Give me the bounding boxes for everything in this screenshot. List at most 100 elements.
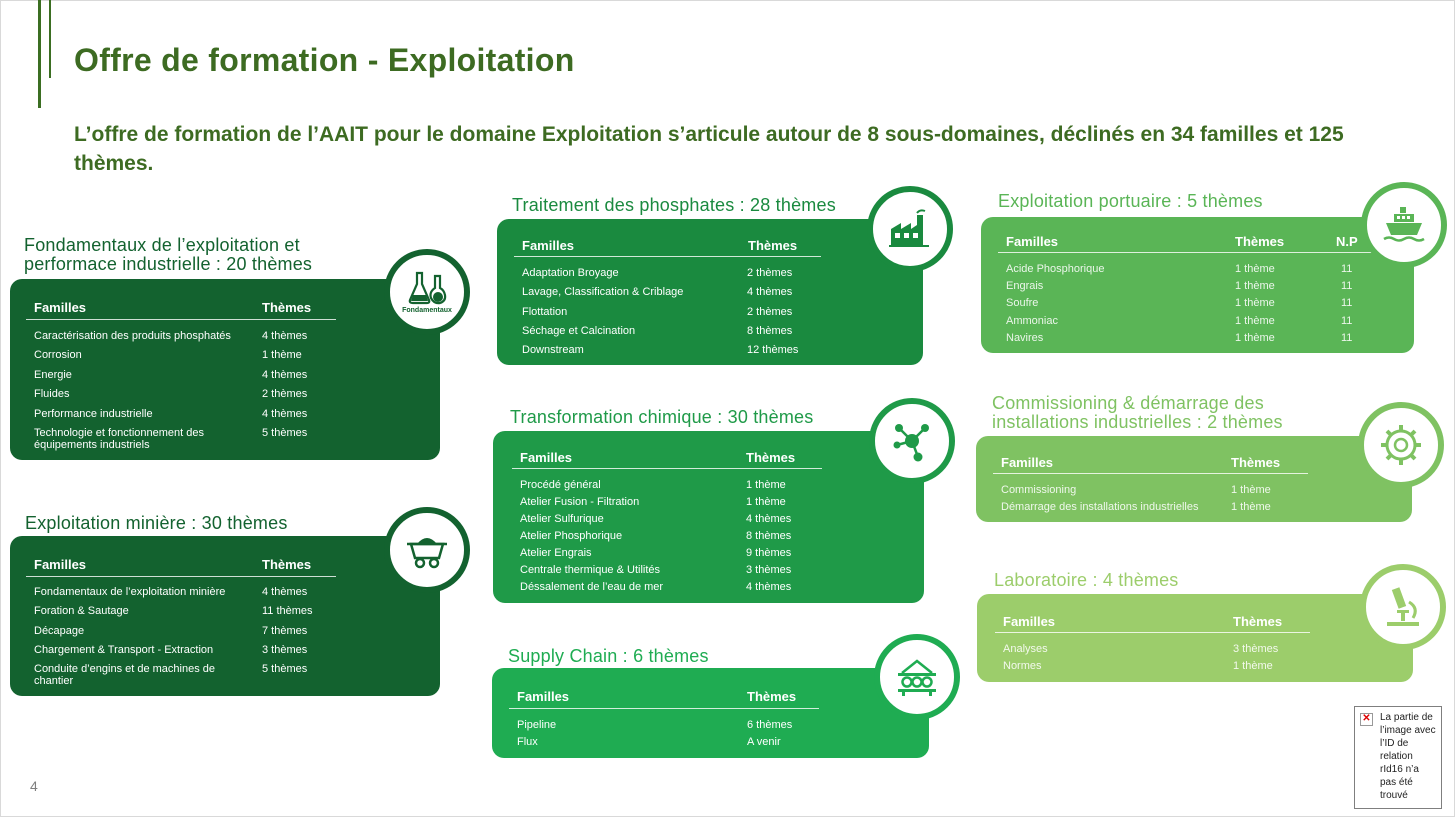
family-name: Chargement & Transport - Extraction (34, 644, 214, 656)
slide-intro: L’offre de formation de l’AAIT pour le d… (74, 123, 1344, 175)
family-name: Atelier Phosphorique (520, 530, 623, 542)
family-name: Ammoniac (1006, 315, 1058, 327)
column-header-familles: Familles (517, 689, 570, 704)
theme-count: 1 thème (1235, 263, 1275, 275)
molecule-icon (869, 398, 955, 484)
family-name: Soufre (1006, 297, 1039, 309)
family-name: Fluides (34, 388, 70, 400)
column-header-familles: Familles (520, 450, 573, 465)
section-title: Fondamentaux de l’exploitation et perfor… (24, 236, 312, 274)
theme-count: 12 thèmes (747, 344, 799, 356)
family-name: Acide Phosphorique (1006, 263, 1105, 275)
family-card: Familles Thèmes Fondamentaux de l’exploi… (10, 536, 440, 696)
theme-count: 1 thème (1235, 332, 1275, 344)
theme-count: 7 thèmes (262, 625, 308, 637)
family-name: Fondamentaux de l’exploitation minière (34, 586, 226, 598)
theme-count: 1 thème (746, 496, 786, 508)
np-value: 11 (1341, 315, 1353, 327)
column-header-themes: Thèmes (1233, 614, 1283, 629)
family-name: Atelier Sulfurique (520, 513, 604, 525)
theme-count: 4 thèmes (262, 586, 308, 598)
column-header-themes: Thèmes (1231, 455, 1281, 470)
column-header-familles: Familles (522, 238, 575, 253)
header-divider (998, 252, 1376, 253)
theme-count: 3 thèmes (746, 564, 792, 576)
np-value: 11 (1341, 297, 1353, 309)
theme-count: 5 thèmes (262, 427, 308, 439)
theme-count: 3 thèmes (1233, 643, 1279, 655)
family-name: Commissioning (1001, 484, 1077, 496)
family-name: Engrais (1006, 280, 1044, 292)
theme-count: 1 thème (1233, 660, 1273, 672)
theme-count: 1 thème (1231, 484, 1271, 496)
ship-icon (1361, 182, 1447, 268)
column-header-np: N.P (1336, 234, 1358, 249)
column-header-familles: Familles (1003, 614, 1056, 629)
section-title: Transformation chimique : 30 thèmes (510, 407, 814, 427)
factory-icon (867, 186, 953, 272)
family-card: Familles Thèmes Caractérisation des prod… (10, 279, 440, 460)
column-header-themes: Thèmes (262, 300, 312, 315)
header-divider (993, 473, 1308, 474)
column-header-themes: Thèmes (746, 450, 796, 465)
header-divider (509, 708, 819, 709)
theme-count: 1 thème (1231, 501, 1271, 513)
section-title: Exploitation portuaire : 5 thèmes (998, 191, 1263, 211)
theme-count: 4 thèmes (262, 369, 308, 381)
header-divider (995, 632, 1310, 633)
icon-label: Fondamentaux (402, 307, 452, 314)
family-name: Performance industrielle (34, 408, 153, 420)
family-name: Décapage (34, 625, 85, 637)
family-name: Flux (517, 736, 538, 748)
family-name: Lavage, Classification & Criblage (522, 286, 684, 298)
family-card: Familles Thèmes Adaptation Broyage 2 thè… (497, 219, 923, 365)
theme-count: 2 thèmes (747, 267, 793, 279)
theme-count: 1 thème (1235, 315, 1275, 327)
broken-image-icon: ✕ (1360, 713, 1373, 726)
theme-count: 1 thème (1235, 297, 1275, 309)
family-name: Caractérisation des produits phosphatés (34, 330, 231, 342)
family-name: Procédé général (520, 479, 601, 491)
family-name: Atelier Fusion - Filtration (520, 496, 640, 508)
family-name: Analyses (1003, 643, 1048, 655)
theme-count: 9 thèmes (746, 547, 792, 559)
microscope-icon (1360, 564, 1446, 650)
theme-count: 2 thèmes (262, 388, 308, 400)
slide-title: Offre de formation - Exploitation (74, 42, 575, 78)
theme-count: 4 thèmes (746, 513, 792, 525)
family-card: Familles Thèmes Commissioning 1 thème Dé… (976, 436, 1412, 522)
family-name: Séchage et Calcination (522, 325, 636, 337)
family-name: Pipeline (517, 719, 557, 731)
accent-bar-thin (49, 0, 51, 78)
flask-icon: Fondamentaux (384, 249, 470, 335)
family-name: Energie (34, 369, 72, 381)
family-card: Familles Thèmes Analyses 3 thèmes Normes… (977, 594, 1413, 682)
theme-count: 5 thèmes (262, 663, 308, 675)
theme-count: 1 thème (1235, 280, 1275, 292)
column-header-familles: Familles (1001, 455, 1054, 470)
theme-count: 2 thèmes (747, 306, 793, 318)
family-card: Familles Thèmes Pipeline 6 thèmes Flux A… (492, 668, 929, 758)
family-name: Normes (1003, 660, 1042, 672)
theme-count: 1 thème (746, 479, 786, 491)
family-name-cont: chantier (34, 675, 74, 687)
theme-count: 8 thèmes (747, 325, 793, 337)
accent-bar (38, 0, 41, 108)
np-value: 11 (1341, 332, 1353, 344)
section-title-line1: Commissioning & démarrage des (992, 393, 1264, 413)
family-name: Démarrage des installations industrielle… (1001, 501, 1199, 513)
family-name: Atelier Engrais (520, 547, 592, 559)
theme-count: 1 thème (262, 349, 302, 361)
family-name: Foration & Sautage (34, 605, 129, 617)
header-divider (26, 576, 336, 577)
theme-count: 3 thèmes (262, 644, 308, 656)
family-name: Centrale thermique & Utilités (520, 564, 661, 576)
page-number: 4 (30, 778, 38, 794)
column-header-familles: Familles (34, 557, 87, 572)
section-title-line2: installations industrielles : 2 thèmes (992, 412, 1283, 432)
family-card: Familles Thèmes N.P Acide Phosphorique 1… (981, 217, 1414, 353)
family-name: Conduite d’engins et de machines de (34, 663, 216, 675)
mine-cart-icon (384, 507, 470, 593)
header-divider (26, 319, 336, 320)
section-title: Exploitation minière : 30 thèmes (25, 513, 288, 533)
